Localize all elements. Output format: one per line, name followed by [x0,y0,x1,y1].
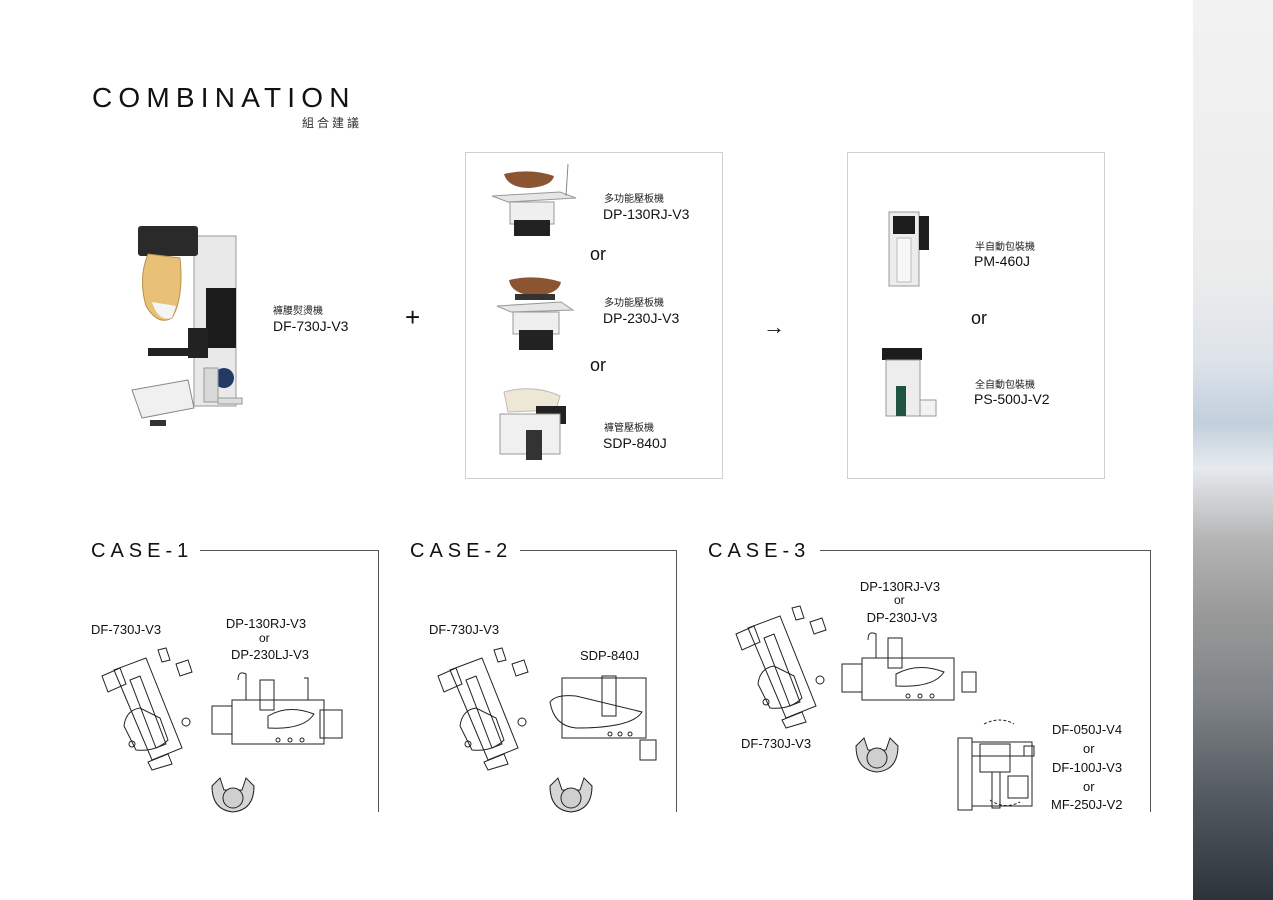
pm460-machine-photo [888,211,929,287]
press-item-2-model: DP-230J-V3 [603,310,680,326]
case-2-df730-drawing [437,647,529,771]
decorative-sidebar [1193,0,1273,900]
press-item-1-name-zh: 多功能壓板機 [604,194,664,205]
dp130-machine-photo [491,163,577,236]
case-1-label-b-1: DP-130RJ-V3 [225,616,307,631]
ps500-machine-photo [882,348,937,417]
case-3-df050-drawing [957,719,1035,811]
case-1-top-rule [200,550,379,551]
case-2-side-rule [676,550,677,812]
case-3-title: CASE-3 [708,540,811,562]
sdp840-machine-photo [499,388,566,460]
press-options-box [465,152,723,479]
press-item-3-model: SDP-840J [603,435,667,451]
press-or-2: or [590,355,607,375]
press-item-2-name-zh: 多功能壓板機 [604,298,664,309]
case-1-df730-drawing [101,647,193,771]
press-or-1: or [590,244,607,264]
pack-item-2-model: PS-500J-V2 [974,391,1050,407]
page-subtitle: 組合建議 [302,116,363,130]
case-3-label-c-2: DF-100J-V3 [1052,760,1123,775]
plus-operator: + [405,302,421,332]
case-3-label-c-1: DF-050J-V4 [1052,722,1123,737]
case-3-side-rule [1150,550,1151,812]
press-item-3-name-zh: 褲管壓板機 [604,423,654,434]
case-3-df730-drawing [735,605,827,729]
pack-or-1: or [971,308,988,328]
pack-item-2-name-zh: 全自動包裝機 [975,380,1035,391]
page-title: COMBINATION [92,82,356,113]
case-3-dp-drawing [841,632,977,701]
df730-machine-photo [131,226,243,426]
case-1-side-rule [378,550,379,812]
press-item-1-model: DP-130RJ-V3 [603,206,690,222]
case-3-operator-drawing [855,737,899,773]
case-2-title: CASE-2 [410,540,513,562]
case-2-top-rule [520,550,677,551]
case-1-label-b-or: or [259,631,270,645]
case-3-label-a: DF-730J-V3 [741,736,812,751]
case-1-label-b-2: DP-230LJ-V3 [230,647,310,662]
arrow-operator: → [763,314,785,339]
case-3-label-b-or: or [894,593,905,607]
case-3-label-c-3: MF-250J-V2 [1051,797,1123,812]
pack-item-1-model: PM-460J [974,253,1031,269]
case-1-label-a: DF-730J-V3 [91,622,162,637]
main-machine-model: DF-730J-V3 [273,318,349,334]
case-2-label-b: SDP-840J [580,648,640,663]
case-1-title: CASE-1 [91,540,194,562]
case-1-operator-drawing [211,777,255,813]
dp230-machine-photo [496,277,575,350]
case-3-label-b-2: DP-230J-V3 [866,610,938,625]
case-2-sdp-drawing [549,675,657,761]
pack-item-1-name-zh: 半自動包裝機 [975,242,1035,253]
case-3-label-c-or-1: or [1083,741,1095,756]
case-3-label-b-1: DP-130RJ-V3 [859,579,941,594]
case-3-top-rule [820,550,1151,551]
case-2-operator-drawing [549,777,593,813]
case-2-label-a: DF-730J-V3 [429,622,500,637]
case-1-dp-drawing [211,672,343,745]
packaging-options-box [847,152,1105,479]
case-3-label-c-or-2: or [1083,779,1095,794]
main-machine-name-zh: 褲腰熨燙機 [273,306,323,317]
